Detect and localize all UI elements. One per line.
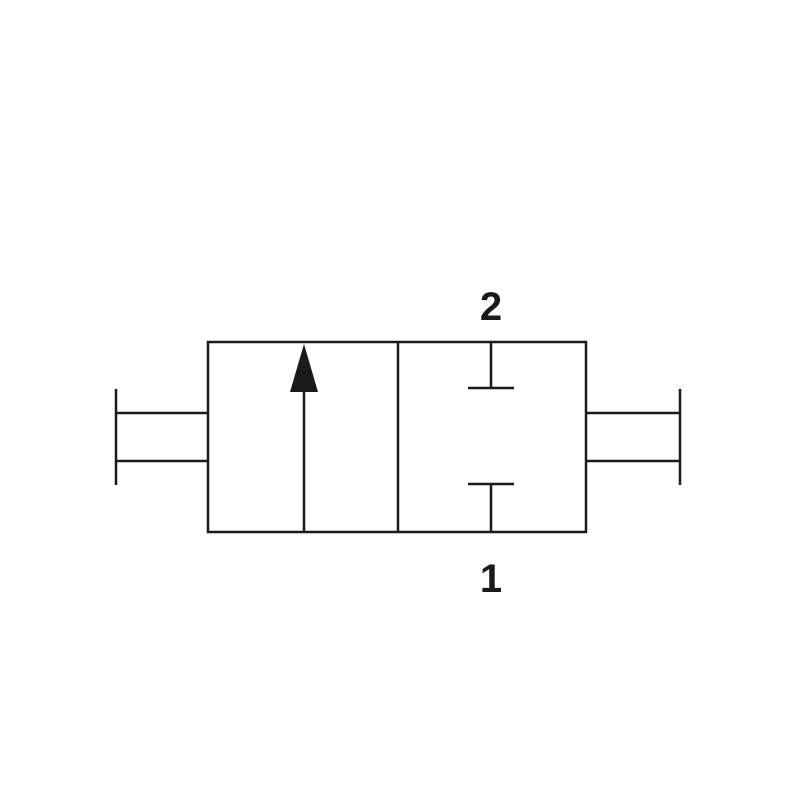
port-label-1: 1 bbox=[480, 557, 502, 601]
flow-arrowhead-icon bbox=[290, 344, 318, 392]
port-label-2: 2 bbox=[480, 285, 502, 329]
